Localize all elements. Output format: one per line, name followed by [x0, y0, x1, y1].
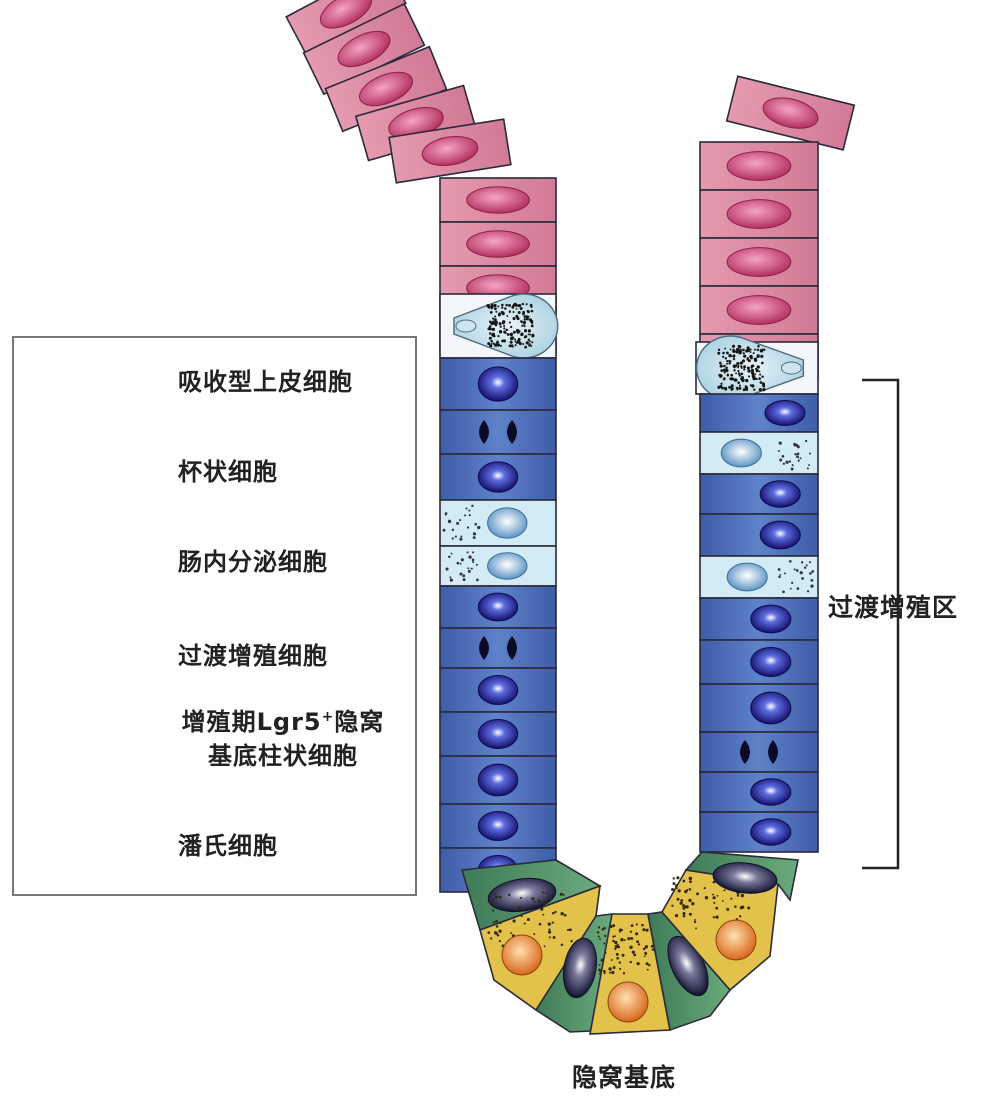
blue-cell: [699, 473, 819, 515]
legend-label-goblet: 杯状细胞: [178, 458, 278, 486]
light-cell: [699, 555, 819, 599]
blue-cell: [699, 683, 819, 733]
blue-cell: [699, 597, 819, 641]
transit-amplifying-zone-label: 过渡增殖区: [828, 593, 959, 622]
legend-label-transit-amplifying: 过渡增殖细胞: [178, 642, 328, 670]
blue-cell: [439, 453, 557, 501]
pink-cell: [439, 221, 557, 267]
light-cell: [439, 545, 557, 587]
crypt-cells: [285, 0, 856, 1035]
mitosis-cell: [439, 627, 557, 669]
zone-bracket: [862, 378, 900, 870]
legend-label-lgr5-sup: +: [321, 709, 335, 725]
paneth-cell: [661, 869, 779, 992]
blue-cell: [439, 667, 557, 713]
pink-cell: [699, 237, 819, 287]
light-cell: [699, 431, 819, 475]
blue-cell: [699, 771, 819, 813]
blue-cell: [439, 755, 557, 805]
crypt-base-label: 隐窝基底: [572, 1063, 677, 1092]
legend-label-absorptive: 吸收型上皮细胞: [178, 368, 353, 396]
pink-cell: [439, 177, 557, 223]
mitosis-cell: [699, 731, 819, 773]
legend-label-lgr5-line1-tail: 隐窝: [334, 708, 385, 736]
blue-cell: [699, 513, 819, 557]
legend-label-enteroendocrine: 肠内分泌细胞: [178, 548, 328, 576]
legend-label-lgr5-line1: 增殖期Lgr5: [181, 708, 322, 736]
pink-cell: [388, 118, 512, 184]
blue-cell: [439, 585, 557, 629]
blue-cell: [699, 639, 819, 685]
pink-cell: [699, 189, 819, 239]
light-cell: [439, 499, 557, 547]
mitosis-cell: [439, 409, 557, 455]
pink-cell: [725, 75, 856, 151]
blue-cell: [699, 393, 819, 433]
pink-cell: [699, 285, 819, 335]
stem-cell: [460, 859, 602, 932]
pink-cell: [699, 141, 819, 191]
stem-cell: [684, 851, 799, 902]
stem-cell: [534, 913, 613, 1033]
legend-label-lgr5-line2: 基底柱状细胞: [208, 742, 358, 770]
blue-cell: [439, 357, 557, 411]
goblet-cell: [695, 335, 819, 401]
blue-cell: [699, 811, 819, 853]
blue-cell: [439, 711, 557, 757]
stem-cell: [647, 911, 732, 1032]
goblet-cell: [439, 293, 559, 359]
legend-box: [12, 336, 417, 896]
blue-cell: [439, 803, 557, 849]
legend-label-paneth: 潘氏细胞: [178, 832, 278, 860]
legend-label-lgr5-stem: 增殖期Lgr5+隐窝 基底柱状细胞: [168, 700, 398, 773]
